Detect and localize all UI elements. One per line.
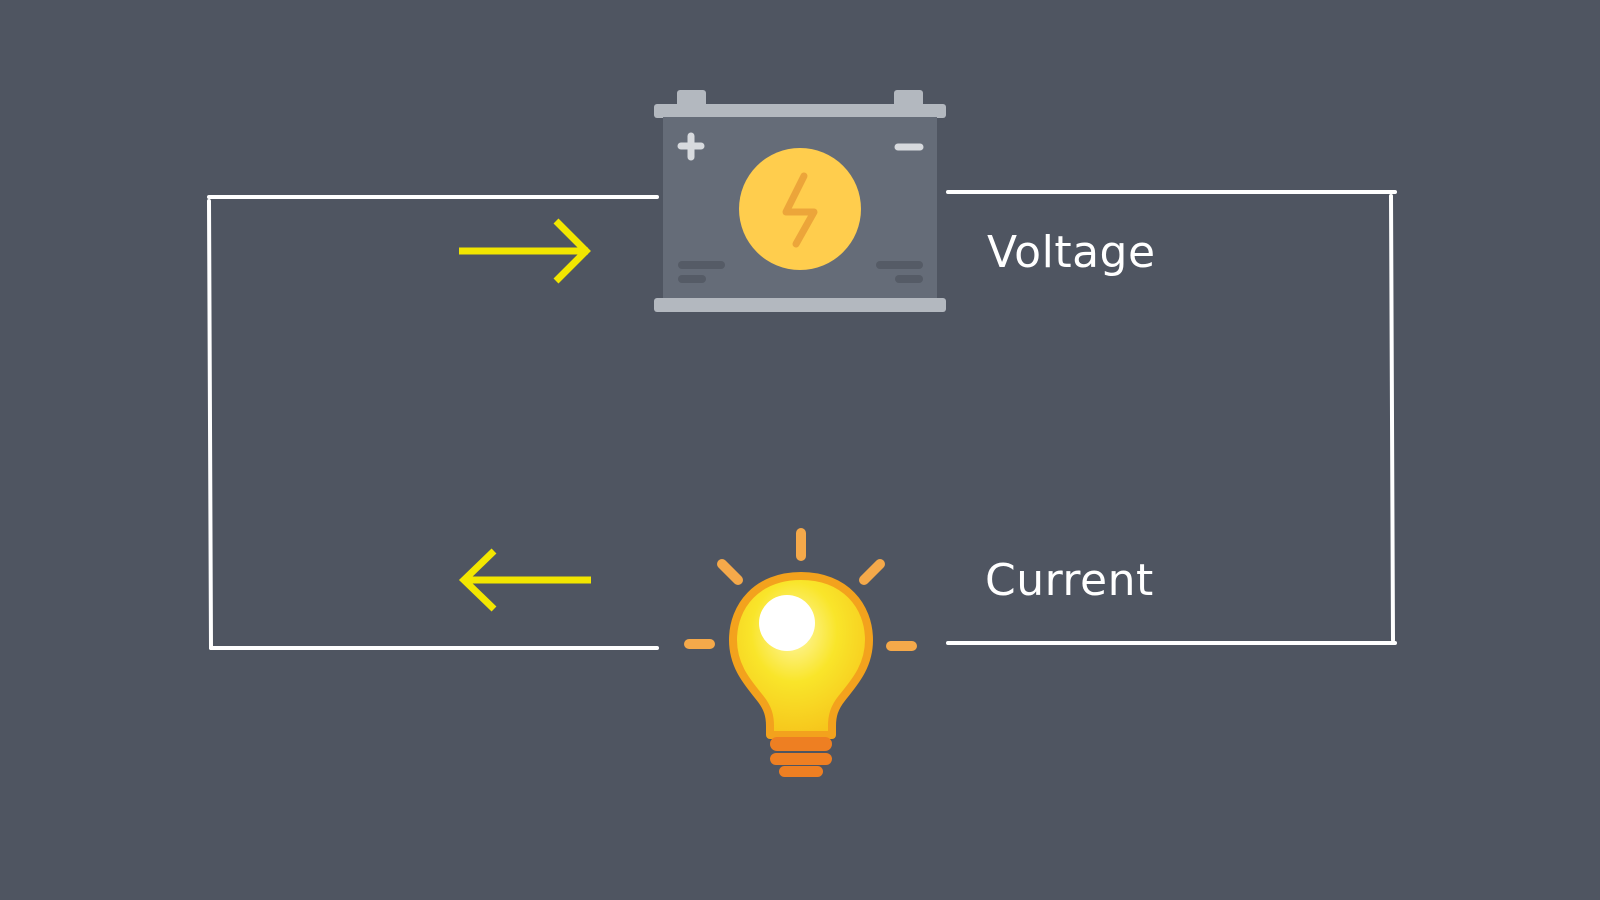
current-label: Current <box>985 555 1154 606</box>
battery-lid <box>654 104 946 118</box>
arrow-right-icon <box>459 218 591 284</box>
bulb-base <box>770 737 832 777</box>
arrow-left-icon <box>458 548 591 612</box>
voltage-label: Voltage <box>987 227 1156 278</box>
battery-terminal-left <box>677 90 706 108</box>
circuit-wires <box>207 190 1397 650</box>
bulb-highlight <box>759 595 815 651</box>
car-battery-icon <box>654 90 946 312</box>
battery-base <box>654 298 946 312</box>
battery-vents <box>678 261 923 283</box>
battery-terminal-right <box>894 90 923 108</box>
wire-right-side <box>1389 194 1395 642</box>
bulb-rays <box>684 528 917 651</box>
wire-left-side <box>207 199 213 650</box>
light-bulb-icon <box>684 528 917 777</box>
lightning-bolt-icon <box>782 172 818 248</box>
plus-icon <box>677 132 705 161</box>
